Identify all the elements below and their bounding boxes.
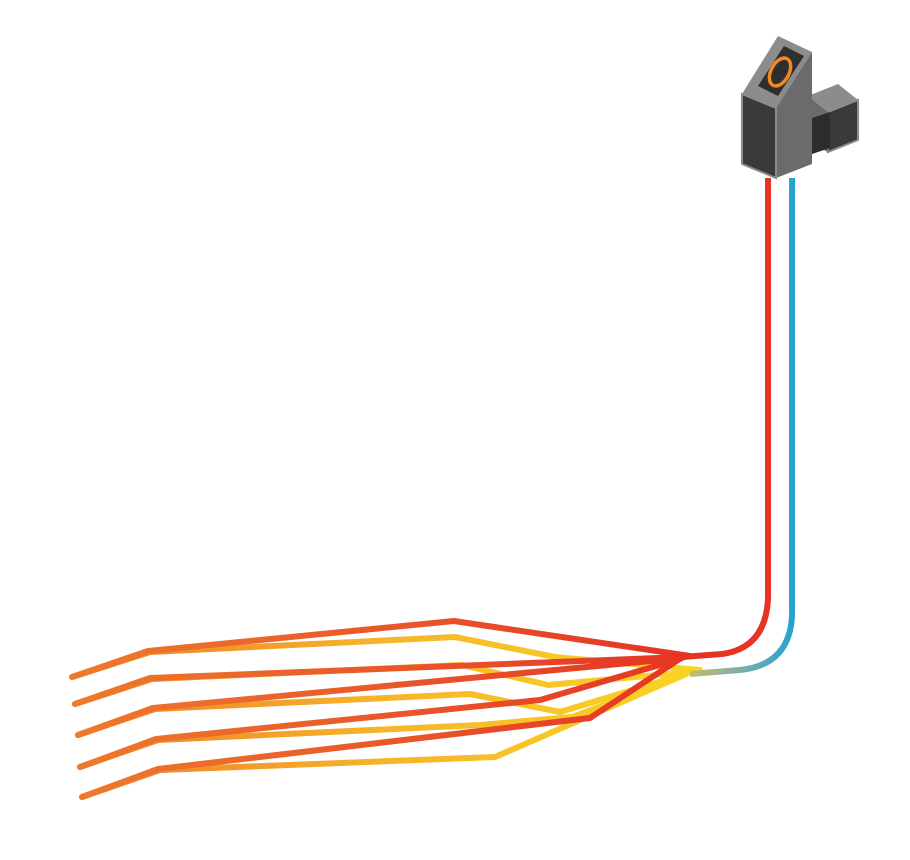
sensor-cable <box>681 178 795 677</box>
cold-wire <box>689 178 795 677</box>
probe-front-loop-2 <box>72 654 687 707</box>
probe-front-loops <box>69 618 693 800</box>
probe-front-loop-5 <box>79 657 681 800</box>
sensor-port-icon <box>808 84 859 154</box>
probe-front-loop-1 <box>69 618 693 680</box>
sensor-housing-icon <box>741 36 859 180</box>
sensor-ring-icon <box>767 56 793 88</box>
probe-front-loop-4 <box>77 656 683 770</box>
hot-wire <box>681 178 771 660</box>
probe-front-loop-3 <box>75 655 685 738</box>
